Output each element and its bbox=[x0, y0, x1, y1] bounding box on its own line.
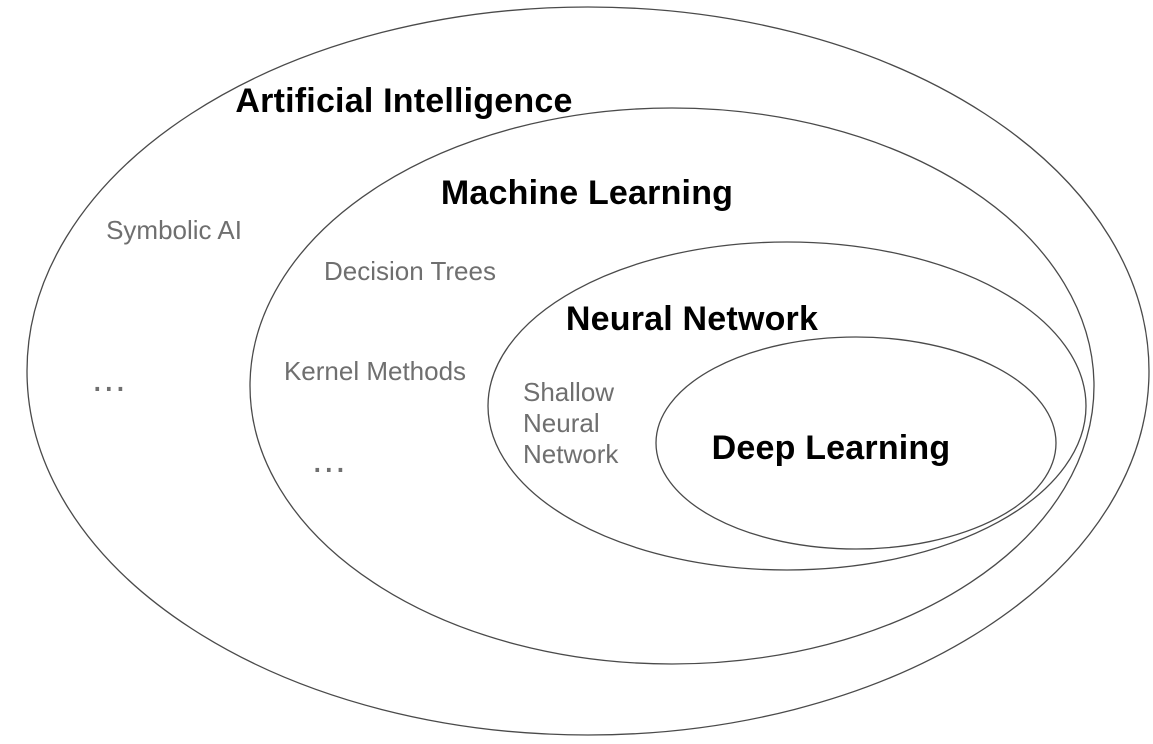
artificial-intelligence-ellipse bbox=[26, 6, 1150, 736]
shallow-neural-network-item-label: Shallow Neural Network bbox=[523, 377, 619, 469]
ml-more-ellipsis: ... bbox=[312, 439, 347, 481]
symbolic-ai-item-label: Symbolic AI bbox=[106, 215, 242, 245]
deep-learning-label: Deep Learning bbox=[711, 429, 951, 467]
ai-more-ellipsis: ... bbox=[92, 358, 127, 400]
neural-network-label: Neural Network bbox=[565, 300, 819, 338]
machine-learning-ellipse bbox=[249, 107, 1095, 665]
artificial-intelligence-label: Artificial Intelligence bbox=[235, 82, 573, 120]
deep-learning-ellipse bbox=[655, 336, 1057, 550]
kernel-methods-item-label: Kernel Methods bbox=[283, 356, 467, 386]
neural-network-ellipse bbox=[487, 241, 1087, 571]
decision-trees-item-label: Decision Trees bbox=[324, 256, 496, 286]
machine-learning-label: Machine Learning bbox=[440, 174, 734, 212]
